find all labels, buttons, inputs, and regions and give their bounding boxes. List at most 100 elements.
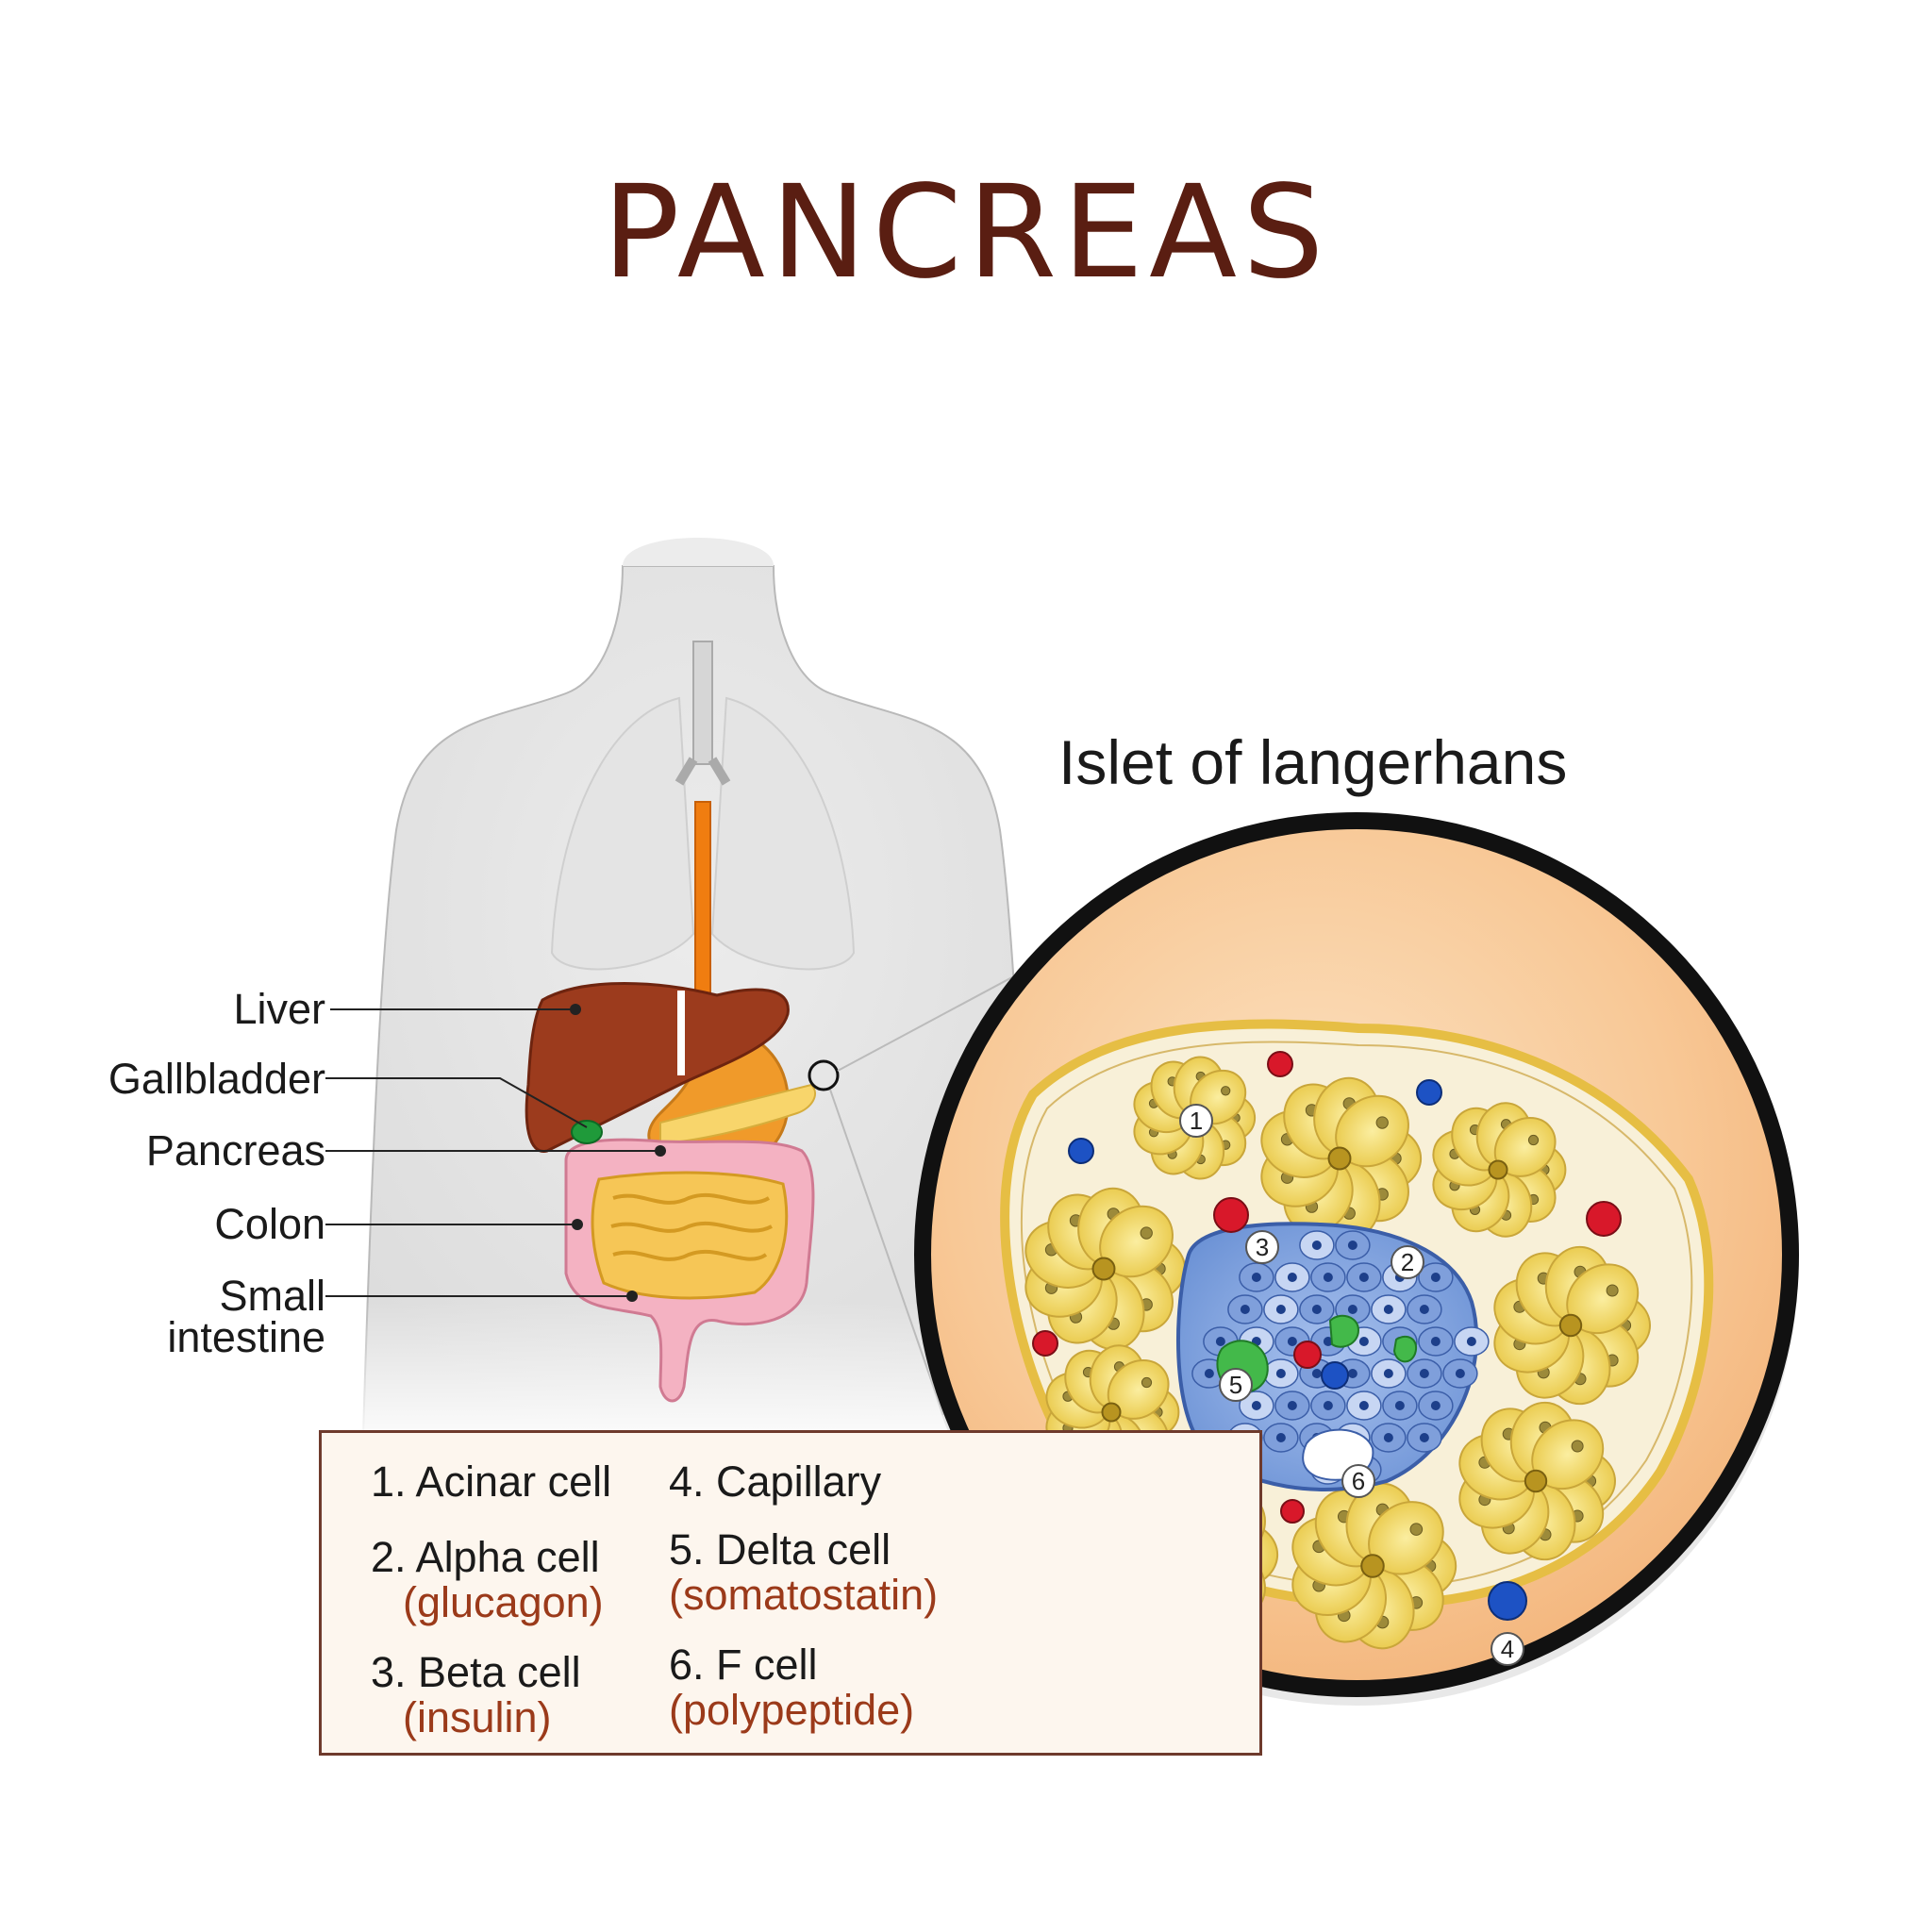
legend-item-5-hormone: (somatostatin)	[669, 1571, 939, 1619]
legend-box: 1. Acinar cell 2. Alpha cell (glucagon) …	[319, 1430, 1262, 1756]
acinar-lumen	[1101, 1402, 1122, 1423]
islet-nucleus	[1358, 1273, 1369, 1282]
acinar-nucleus	[1527, 1134, 1540, 1146]
acinar-lumen	[1488, 1159, 1508, 1180]
acinar-lumen	[1558, 1313, 1583, 1338]
islet-nucleus	[1394, 1401, 1405, 1410]
islet-nucleus	[1311, 1241, 1322, 1250]
legend-item-6-label: 6. F cell	[669, 1641, 818, 1689]
islet-nucleus	[1287, 1273, 1297, 1282]
acinar-nucleus	[1606, 1284, 1619, 1297]
acinar-cluster	[1260, 1076, 1423, 1241]
legend-item-2: 2. Alpha cell (glucagon)	[371, 1535, 604, 1625]
svg-text:6: 6	[1352, 1467, 1365, 1495]
islet-nucleus	[1240, 1305, 1250, 1314]
islet-nucleus	[1275, 1369, 1286, 1378]
islet-nucleus	[1419, 1433, 1429, 1442]
label-small-intestine-line2: intestine	[167, 1313, 325, 1361]
legend-item-2-label: 2. Alpha cell	[371, 1533, 600, 1581]
islet-nucleus	[1215, 1337, 1225, 1346]
islet-nucleus	[1430, 1273, 1441, 1282]
svg-text:3: 3	[1256, 1233, 1269, 1261]
capillary-blue	[1068, 1138, 1094, 1164]
legend-item-3: 3. Beta cell (insulin)	[371, 1650, 581, 1740]
islet-nucleus	[1311, 1305, 1322, 1314]
islet-nucleus	[1251, 1273, 1261, 1282]
acinar-cluster	[1458, 1401, 1616, 1561]
islet-nucleus	[1347, 1369, 1357, 1378]
delta-cell	[1392, 1335, 1418, 1363]
islet-nucleus	[1466, 1337, 1476, 1346]
acinar-cluster	[1493, 1245, 1651, 1406]
islet-nucleus	[1430, 1337, 1441, 1346]
svg-text:2: 2	[1401, 1248, 1414, 1276]
islet-nucleus	[1383, 1369, 1393, 1378]
islet-nucleus	[1204, 1369, 1214, 1378]
gallbladder-leader	[325, 1077, 588, 1128]
capillary-red	[1280, 1499, 1305, 1524]
acinar-lumen	[1524, 1469, 1548, 1493]
islet-nucleus	[1287, 1337, 1297, 1346]
label-pancreas: Pancreas	[145, 1126, 325, 1174]
marker-4: 4	[1491, 1632, 1524, 1666]
capillary-blue	[1488, 1581, 1527, 1621]
legend-item-1: 1. Acinar cell	[371, 1457, 612, 1506]
trachea	[692, 641, 713, 765]
legend-item-5-label: 5. Delta cell	[669, 1525, 891, 1574]
marker-5: 5	[1219, 1368, 1253, 1402]
legend-item-6: 6. F cell (polypeptide)	[669, 1642, 914, 1733]
islet-nucleus	[1275, 1305, 1286, 1314]
marker-2: 2	[1391, 1245, 1424, 1279]
islet-nucleus	[1358, 1401, 1369, 1410]
acinar-nucleus	[1140, 1226, 1153, 1240]
label-liver: Liver	[233, 985, 325, 1033]
zoom-marker	[808, 1059, 840, 1091]
legend-item-3-hormone: (insulin)	[403, 1693, 552, 1741]
page-title: PANCREAS	[602, 158, 1330, 308]
capillary-red	[1267, 1051, 1293, 1077]
legend-item-4: 4. Capillary	[669, 1457, 882, 1506]
capillary-blue	[1321, 1361, 1349, 1390]
legend-item-2-hormone: (glucagon)	[403, 1578, 604, 1626]
esophagus	[694, 801, 711, 1020]
label-colon: Colon	[214, 1200, 325, 1248]
legend-item-3-label: 3. Beta cell	[371, 1648, 581, 1696]
legend-item-6-hormone: (polypeptide)	[669, 1686, 915, 1734]
islet-nucleus	[1419, 1305, 1429, 1314]
zoom-line-bottom	[829, 1089, 944, 1416]
marker-3: 3	[1245, 1230, 1279, 1264]
acinar-nucleus	[1375, 1116, 1389, 1129]
acinar-lumen	[1091, 1257, 1116, 1281]
acinar-clusters	[1024, 1056, 1651, 1650]
islet-nucleus	[1347, 1305, 1357, 1314]
markers: 1 2 3 4 5 6	[1179, 1104, 1524, 1666]
islet-nucleus	[1323, 1337, 1333, 1346]
label-small-intestine-line1: Small	[219, 1272, 325, 1320]
label-small-intestine: Small intestine	[94, 1272, 325, 1361]
islet-nucleus	[1383, 1305, 1393, 1314]
capillary-red	[1032, 1330, 1058, 1357]
delta-cell	[1328, 1314, 1360, 1348]
capillary-red	[1213, 1197, 1249, 1233]
islet-nucleus	[1275, 1433, 1286, 1442]
capillary-red	[1293, 1341, 1322, 1369]
acinar-nucleus	[1221, 1086, 1231, 1096]
acinar-lumen	[1327, 1146, 1352, 1171]
islet-title: Islet of langerhans	[1058, 727, 1568, 797]
svg-text:1: 1	[1190, 1107, 1203, 1135]
islet-nucleus	[1383, 1433, 1393, 1442]
acinar-cluster	[1024, 1187, 1187, 1351]
label-gallbladder: Gallbladder	[108, 1055, 325, 1103]
gallbladder-organ	[571, 1120, 603, 1144]
svg-text:5: 5	[1229, 1371, 1242, 1399]
legend-item-5: 5. Delta cell (somatostatin)	[669, 1527, 938, 1618]
acinar-nucleus	[1141, 1376, 1153, 1389]
acinar-cluster	[1291, 1482, 1457, 1650]
islet-nucleus	[1419, 1369, 1429, 1378]
marker-1: 1	[1179, 1104, 1213, 1138]
svg-text:4: 4	[1501, 1635, 1514, 1663]
islet-nucleus	[1323, 1273, 1333, 1282]
islet-nucleus	[1455, 1369, 1465, 1378]
acinar-nucleus	[1409, 1523, 1424, 1536]
small-intestine-organ	[591, 1171, 789, 1300]
